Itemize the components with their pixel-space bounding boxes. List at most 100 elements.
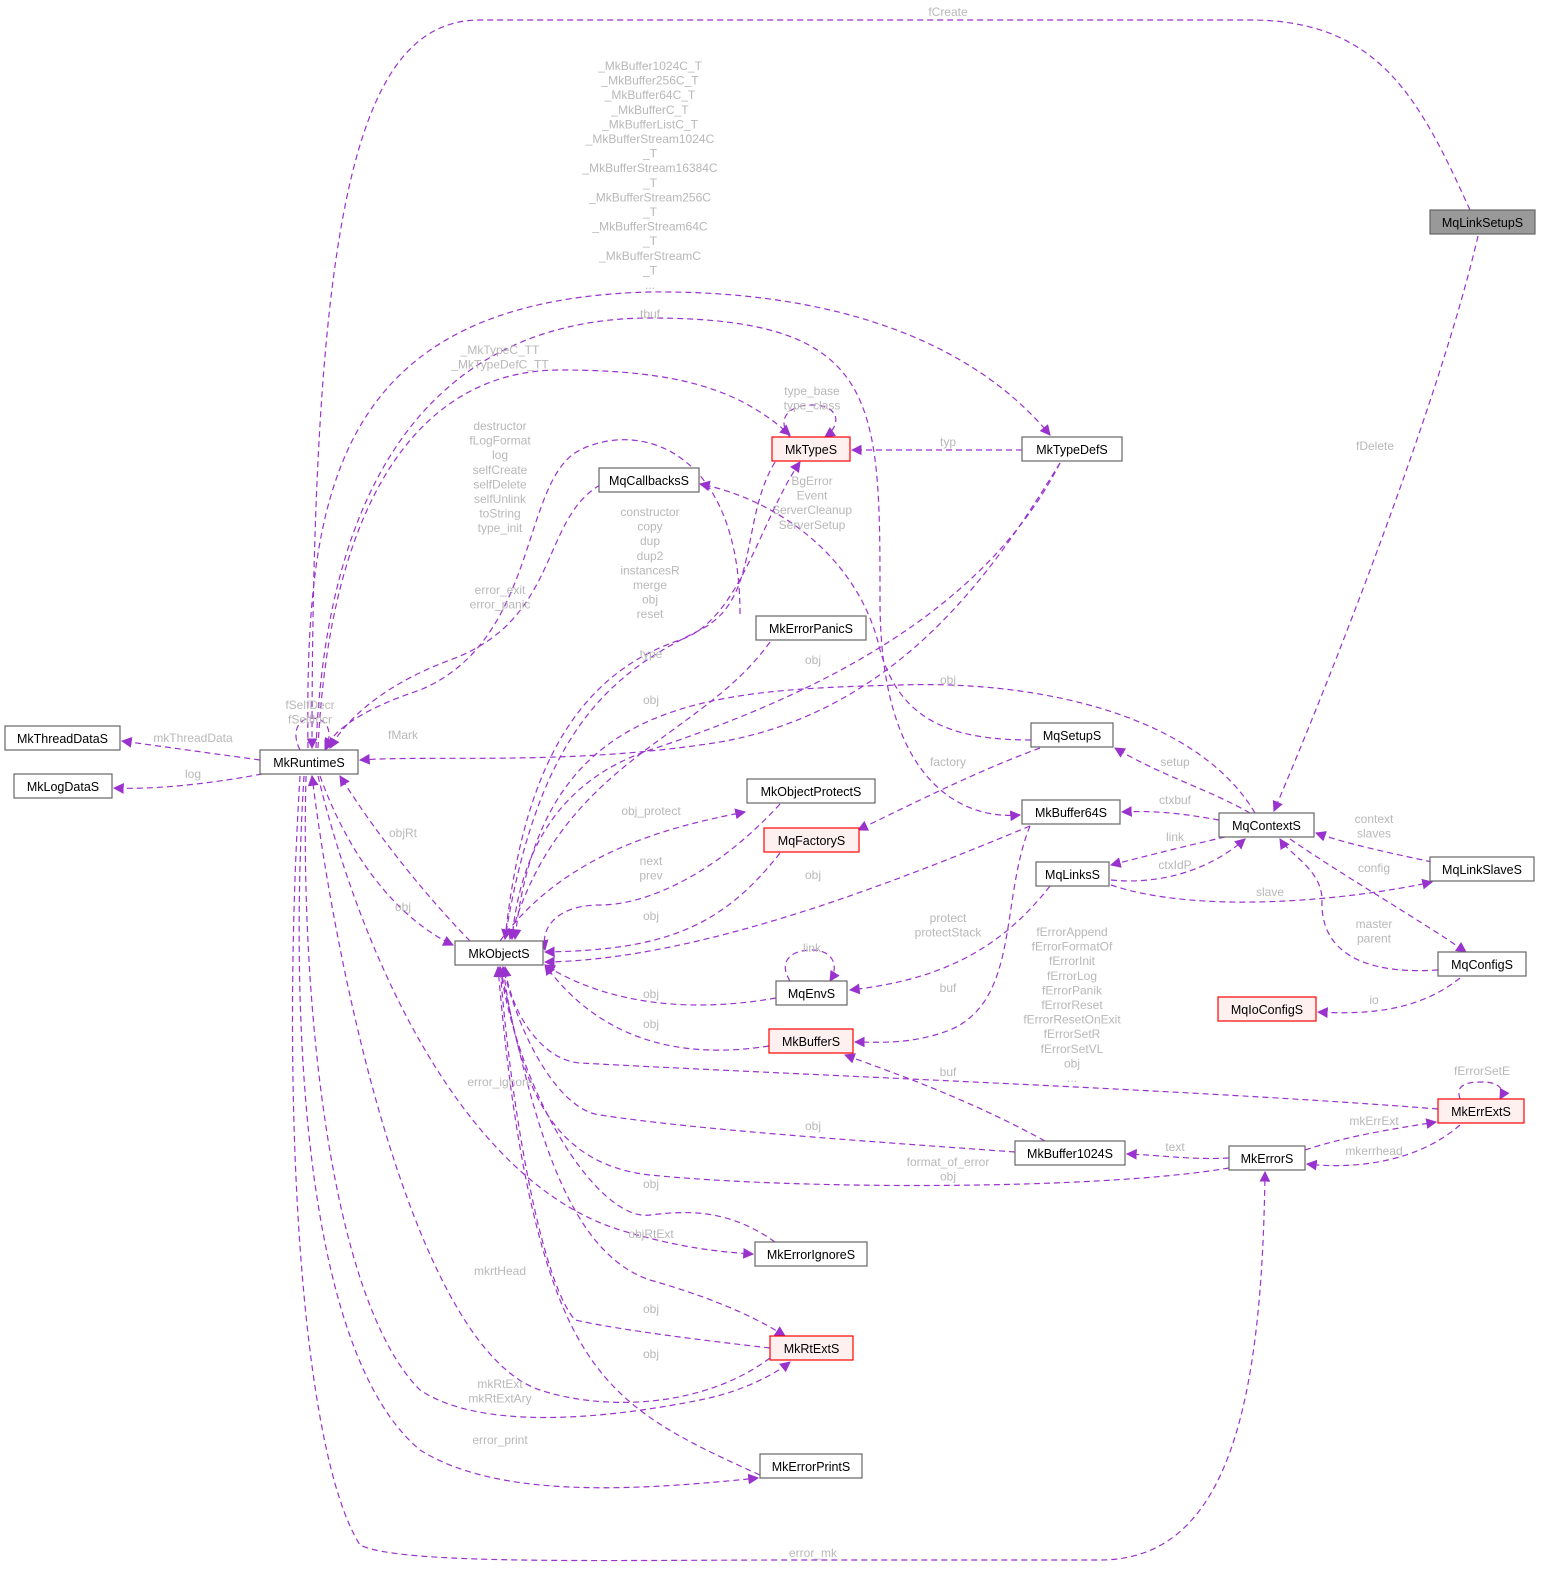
edge-label: fCreate <box>928 5 968 19</box>
node-MkTypeS[interactable]: MkTypeS <box>771 436 851 462</box>
edge-label-line: obj <box>395 900 411 914</box>
node-label: MqContextS <box>1232 819 1301 833</box>
edge-label-line: obj <box>805 868 821 882</box>
node-box <box>759 1453 863 1479</box>
edge-label: error_print <box>472 1433 528 1447</box>
node-box <box>598 467 700 493</box>
edge-label-line: objRt <box>389 826 418 840</box>
edge-label: setup <box>1160 755 1190 769</box>
edge-label-line: _T <box>642 234 658 248</box>
node-MkBufferS[interactable]: MkBufferS <box>768 1028 854 1054</box>
edge-label-line: dup <box>640 534 660 548</box>
node-MqCallbacksS[interactable]: MqCallbacksS <box>598 467 700 493</box>
edge-label: log <box>185 767 201 781</box>
node-MkTypeDefS[interactable]: MkTypeDefS <box>1021 436 1123 462</box>
node-MqLinkSetupS[interactable]: MqLinkSetupS <box>1429 209 1536 235</box>
edge-label: obj <box>643 987 659 1001</box>
edge-label: obj <box>643 693 659 707</box>
edge-label: ctxbuf <box>1159 793 1192 807</box>
node-label: MqEnvS <box>788 987 835 1001</box>
node-box <box>259 749 359 775</box>
node-box <box>1021 799 1121 825</box>
node-MkErrorPrintS[interactable]: MkErrorPrintS <box>759 1453 863 1479</box>
edge-MkRuntimeS-to-MkObjectS <box>319 775 454 946</box>
node-MkRuntimeS[interactable]: MkRuntimeS <box>259 749 359 775</box>
edge-label-line: link <box>803 941 822 955</box>
edge-MqEnvS-to-MkObjectS <box>544 964 777 1006</box>
edge-label-line: next <box>640 854 663 868</box>
node-label: MqIoConfigS <box>1231 1003 1303 1017</box>
edge-label: mkErrExt <box>1349 1114 1399 1128</box>
edge-label-line: _MkBufferC_T <box>610 103 689 117</box>
node-MqContextS[interactable]: MqContextS <box>1218 812 1315 838</box>
edge-label-line: dup2 <box>637 549 664 563</box>
edge-MkRtExtS-to-MkObjectS <box>495 965 771 1349</box>
node-MkLogDataS[interactable]: MkLogDataS <box>13 773 113 799</box>
node-label: MqLinkSetupS <box>1442 216 1523 230</box>
node-label: MkErrExtS <box>1451 1105 1511 1119</box>
edge-label: io <box>1369 993 1379 1007</box>
edge-label-line: obj <box>642 593 658 607</box>
edge-label: typ <box>940 435 956 449</box>
node-MqLinksS[interactable]: MqLinksS <box>1035 861 1110 887</box>
node-MqConfigS[interactable]: MqConfigS <box>1437 951 1527 977</box>
edge-label-line: fLogFormat <box>469 434 531 448</box>
node-MqLinkSlaveS[interactable]: MqLinkSlaveS <box>1429 856 1535 882</box>
node-MqIoConfigS[interactable]: MqIoConfigS <box>1217 996 1317 1022</box>
edge-MkErrorS-to-MkBuffer1024S <box>1125 1148 1230 1160</box>
edge-label-line: fErrorFormatOf <box>1032 940 1113 954</box>
edge-MkBufferS-to-MkObjectS <box>544 964 770 1051</box>
edge-label-line: prev <box>639 869 662 883</box>
node-label: MkErrorS <box>1241 1152 1294 1166</box>
node-MkErrExtS[interactable]: MkErrExtS <box>1437 1098 1525 1124</box>
edge-label-line: _MkBufferStreamC <box>598 249 701 263</box>
edge-MkRuntimeS-to-MkErrorIgnoreS <box>317 775 755 1259</box>
node-box <box>763 827 860 853</box>
edge-label: slave <box>1256 885 1284 899</box>
node-MkThreadDataS[interactable]: MkThreadDataS <box>4 725 121 751</box>
edge-label: fErrorSetE <box>1454 1064 1510 1078</box>
edge-label-line: _MkBufferStream1024C <box>585 132 715 146</box>
edge-label: obj <box>940 673 956 687</box>
node-MkErrorPanicS[interactable]: MkErrorPanicS <box>755 615 867 641</box>
node-MkObjectS[interactable]: MkObjectS <box>454 940 544 966</box>
node-MkObjectProtectS[interactable]: MkObjectProtectS <box>746 778 876 804</box>
node-MkErrorIgnoreS[interactable]: MkErrorIgnoreS <box>754 1241 868 1267</box>
edge-label-line: context <box>1355 812 1394 826</box>
edge-label-line: fErrorSetE <box>1454 1064 1510 1078</box>
edge-label: obj <box>805 1119 821 1133</box>
node-box <box>1021 436 1123 462</box>
edge-label: type <box>640 647 663 661</box>
edge-label: obj <box>643 1177 659 1191</box>
node-MqEnvS[interactable]: MqEnvS <box>775 980 848 1006</box>
edge-MqLinkSetupS-to-MqContextS <box>1272 235 1479 812</box>
edge-MkErrorS-to-MkErrExtS <box>1304 1118 1438 1151</box>
edge-label-line: format_of_error <box>907 1155 990 1169</box>
node-box <box>1429 209 1536 235</box>
edge-label-line: obj_protect <box>621 804 681 818</box>
node-MkRtExtS[interactable]: MkRtExtS <box>769 1335 854 1361</box>
edge-label-line: obj <box>643 1017 659 1031</box>
edge-label-line: slaves <box>1357 827 1391 841</box>
node-MqFactoryS[interactable]: MqFactoryS <box>763 827 860 853</box>
edge-MkObjectS-to-MkRuntimeS <box>339 775 471 942</box>
edge-label-line: log <box>492 448 508 462</box>
nodes-layer: MqLinkSetupS MkRuntimeS MkThreadDataS MkLog… <box>4 209 1536 1479</box>
edge-label-line: protect <box>930 911 967 925</box>
edge-label: ctxIdP <box>1158 858 1191 872</box>
edge-label-line: error_mk <box>789 1546 838 1560</box>
edge-label-line: fErrorResetOnExit <box>1023 1013 1121 1027</box>
node-MkBuffer1024S[interactable]: MkBuffer1024S <box>1014 1140 1126 1166</box>
edge-label-line: ... <box>1067 1071 1077 1085</box>
edge-label: mkerrhead <box>1345 1144 1402 1158</box>
edge-label: mkrtHead <box>474 1264 526 1278</box>
edge-MkRuntimeS-to-MkErrorS <box>291 775 1271 1562</box>
node-MkBuffer64S[interactable]: MkBuffer64S <box>1021 799 1121 825</box>
node-MqSetupS[interactable]: MqSetupS <box>1030 722 1114 748</box>
node-MkErrorS[interactable]: MkErrorS <box>1228 1145 1306 1171</box>
edge-label: text <box>1165 1140 1185 1154</box>
edge-MkErrorS-to-MkObjectS <box>498 965 1230 1187</box>
